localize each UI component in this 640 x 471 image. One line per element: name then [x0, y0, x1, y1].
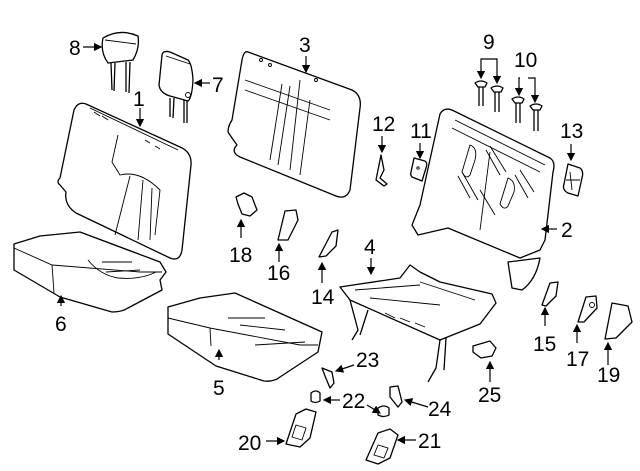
anchor-cover-right[interactable]: [365, 428, 399, 465]
clip-a[interactable]: [321, 367, 335, 389]
callout-18[interactable]: 18: [229, 244, 252, 267]
callout-4[interactable]: 4: [364, 236, 376, 259]
callout-13[interactable]: 13: [560, 120, 583, 143]
callout-22[interactable]: 22: [342, 390, 365, 413]
callout-5[interactable]: 5: [213, 377, 225, 400]
callout-16[interactable]: 16: [267, 262, 290, 285]
latch-bracket[interactable]: [235, 192, 258, 217]
release-bezel[interactable]: [410, 157, 428, 182]
callout-14[interactable]: 14: [311, 286, 335, 309]
clip-b[interactable]: [389, 385, 403, 408]
callout-25[interactable]: 25: [478, 384, 501, 407]
trim-cover-b[interactable]: [577, 295, 598, 323]
callout-17[interactable]: 17: [566, 348, 589, 371]
callout-21[interactable]: 21: [418, 430, 441, 453]
hinge-cover-inner[interactable]: [318, 229, 339, 258]
cushion-right[interactable]: [167, 292, 323, 382]
callout-20[interactable]: 20: [238, 432, 261, 455]
callout-labels: 8 7 1 3 9 10 12 11 13 2 4 18 16 14 6 5 1…: [55, 31, 620, 455]
seat-back-left[interactable]: [57, 102, 192, 260]
headrest-center[interactable]: [158, 50, 194, 123]
leader-lines: [56, 42, 613, 446]
callout-3[interactable]: 3: [299, 34, 311, 57]
callout-9[interactable]: 9: [483, 31, 495, 54]
anchor-cover-left[interactable]: [285, 408, 317, 448]
callout-12[interactable]: 12: [372, 113, 395, 136]
callout-15[interactable]: 15: [533, 333, 556, 356]
callout-23[interactable]: 23: [356, 349, 379, 372]
callout-1[interactable]: 1: [133, 88, 145, 111]
headrest-guide-pair-a[interactable]: [474, 80, 504, 112]
callout-19[interactable]: 19: [597, 364, 620, 387]
callout-6[interactable]: 6: [55, 313, 67, 336]
bumper[interactable]: [472, 340, 497, 359]
callout-11[interactable]: 11: [410, 120, 432, 143]
callout-2[interactable]: 2: [561, 219, 573, 242]
seat-back-right[interactable]: [227, 51, 361, 198]
cushion-frame[interactable]: [339, 264, 497, 383]
headrest-outer[interactable]: [101, 31, 140, 94]
seat-back-frame[interactable]: [411, 108, 555, 291]
callout-7[interactable]: 7: [212, 74, 224, 97]
callout-24[interactable]: 24: [428, 398, 452, 421]
callout-10[interactable]: 10: [514, 49, 537, 72]
headrest-guide-pair-b[interactable]: [511, 96, 543, 131]
cushion-left[interactable]: [13, 231, 167, 313]
latch-cable[interactable]: [375, 154, 388, 187]
trim-cover-a[interactable]: [277, 209, 299, 241]
hinge-cover-outer[interactable]: [541, 281, 559, 307]
callout-8[interactable]: 8: [69, 37, 81, 60]
side-shield[interactable]: [604, 302, 633, 340]
striker-cover[interactable]: [562, 163, 584, 197]
